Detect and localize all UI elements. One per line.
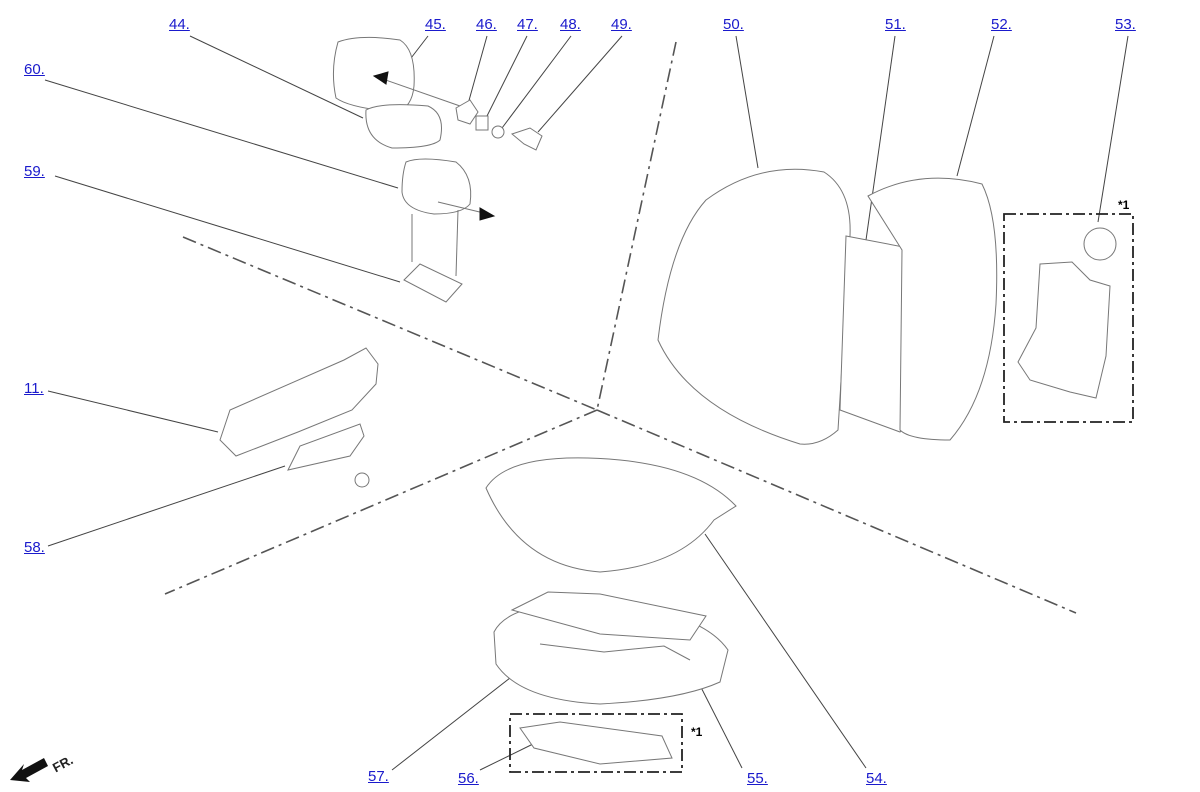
headrest-arrow-left [379,77,461,107]
leader-46 [467,35,488,105]
leader-51 [865,35,896,241]
callout-60[interactable]: 60. [24,61,45,78]
cushion-wire [539,643,691,661]
front-arrow-icon [10,758,48,782]
screw-part [354,472,370,488]
seatback-frame-cover [867,177,998,441]
track-cover-group [219,347,379,488]
headrest-frame [401,158,472,215]
callout-47[interactable]: 47. [517,16,538,33]
lock-part [510,127,543,151]
callout-58[interactable]: 58. [24,539,45,556]
callout-50[interactable]: 50. [723,16,744,33]
callout-51[interactable]: 51. [885,16,906,33]
heater-connector [1083,227,1117,261]
guide-part [455,99,479,125]
seatback-cover [657,168,851,445]
callout-48[interactable]: 48. [560,16,581,33]
cushion-mat [510,591,707,641]
callout-53[interactable]: 53. [1115,16,1136,33]
headrest-cover [332,36,415,113]
section-dividers [164,41,1077,614]
callout-57[interactable]: 57. [368,768,389,785]
note-star1-upper: *1 [1118,198,1130,212]
spring-part [475,115,489,131]
callout-55[interactable]: 55. [747,770,768,787]
optional-box-lower [509,713,683,773]
leader-59 [54,175,401,283]
leader-48 [501,35,572,129]
callout-45[interactable]: 45. [425,16,446,33]
divider-vertical [596,41,677,411]
outer-track-cover [219,347,379,457]
leader-53 [1097,35,1129,223]
headrest-arrow-left-head [372,71,389,85]
leader-50 [735,35,759,169]
headrest-stay-right [455,209,459,277]
seatback-heater [1017,261,1111,399]
leader-47 [486,35,528,117]
heater-back-group [1017,227,1117,399]
leader-57 [391,677,511,771]
optional-box-upper [1003,213,1134,423]
callout-46[interactable]: 46. [476,16,497,33]
divider-lower-left [164,409,598,595]
callout-59[interactable]: 59. [24,163,45,180]
note-star1-lower: *1 [691,725,703,739]
leader-44 [189,35,364,119]
headrest-pad [365,104,442,149]
leader-54 [704,533,867,769]
callout-44[interactable]: 44. [169,16,190,33]
leader-lines [44,35,1129,771]
cushion-heater [519,721,673,765]
leader-49 [537,35,623,133]
leader-11 [47,390,219,433]
leader-58 [47,465,286,547]
cushion-cover [485,457,737,573]
callout-54[interactable]: 54. [866,770,887,787]
seatback-group [657,168,998,445]
headrest-group [332,36,543,303]
leader-52 [956,35,995,177]
callout-52[interactable]: 52. [991,16,1012,33]
cap-part [491,125,505,139]
headrest-bracket [403,263,463,303]
callout-49[interactable]: 49. [611,16,632,33]
divider-lower-right [596,409,1077,614]
headrest-arrow-right-head [479,207,496,221]
divider-upper-left [182,236,598,411]
inner-track-cover [287,423,365,471]
callout-11[interactable]: 11. [24,380,44,397]
front-arrow-shape [10,758,48,782]
callout-56[interactable]: 56. [458,770,479,787]
leader-60 [44,79,399,189]
leader-56 [479,743,534,771]
cushion-group [485,457,737,705]
